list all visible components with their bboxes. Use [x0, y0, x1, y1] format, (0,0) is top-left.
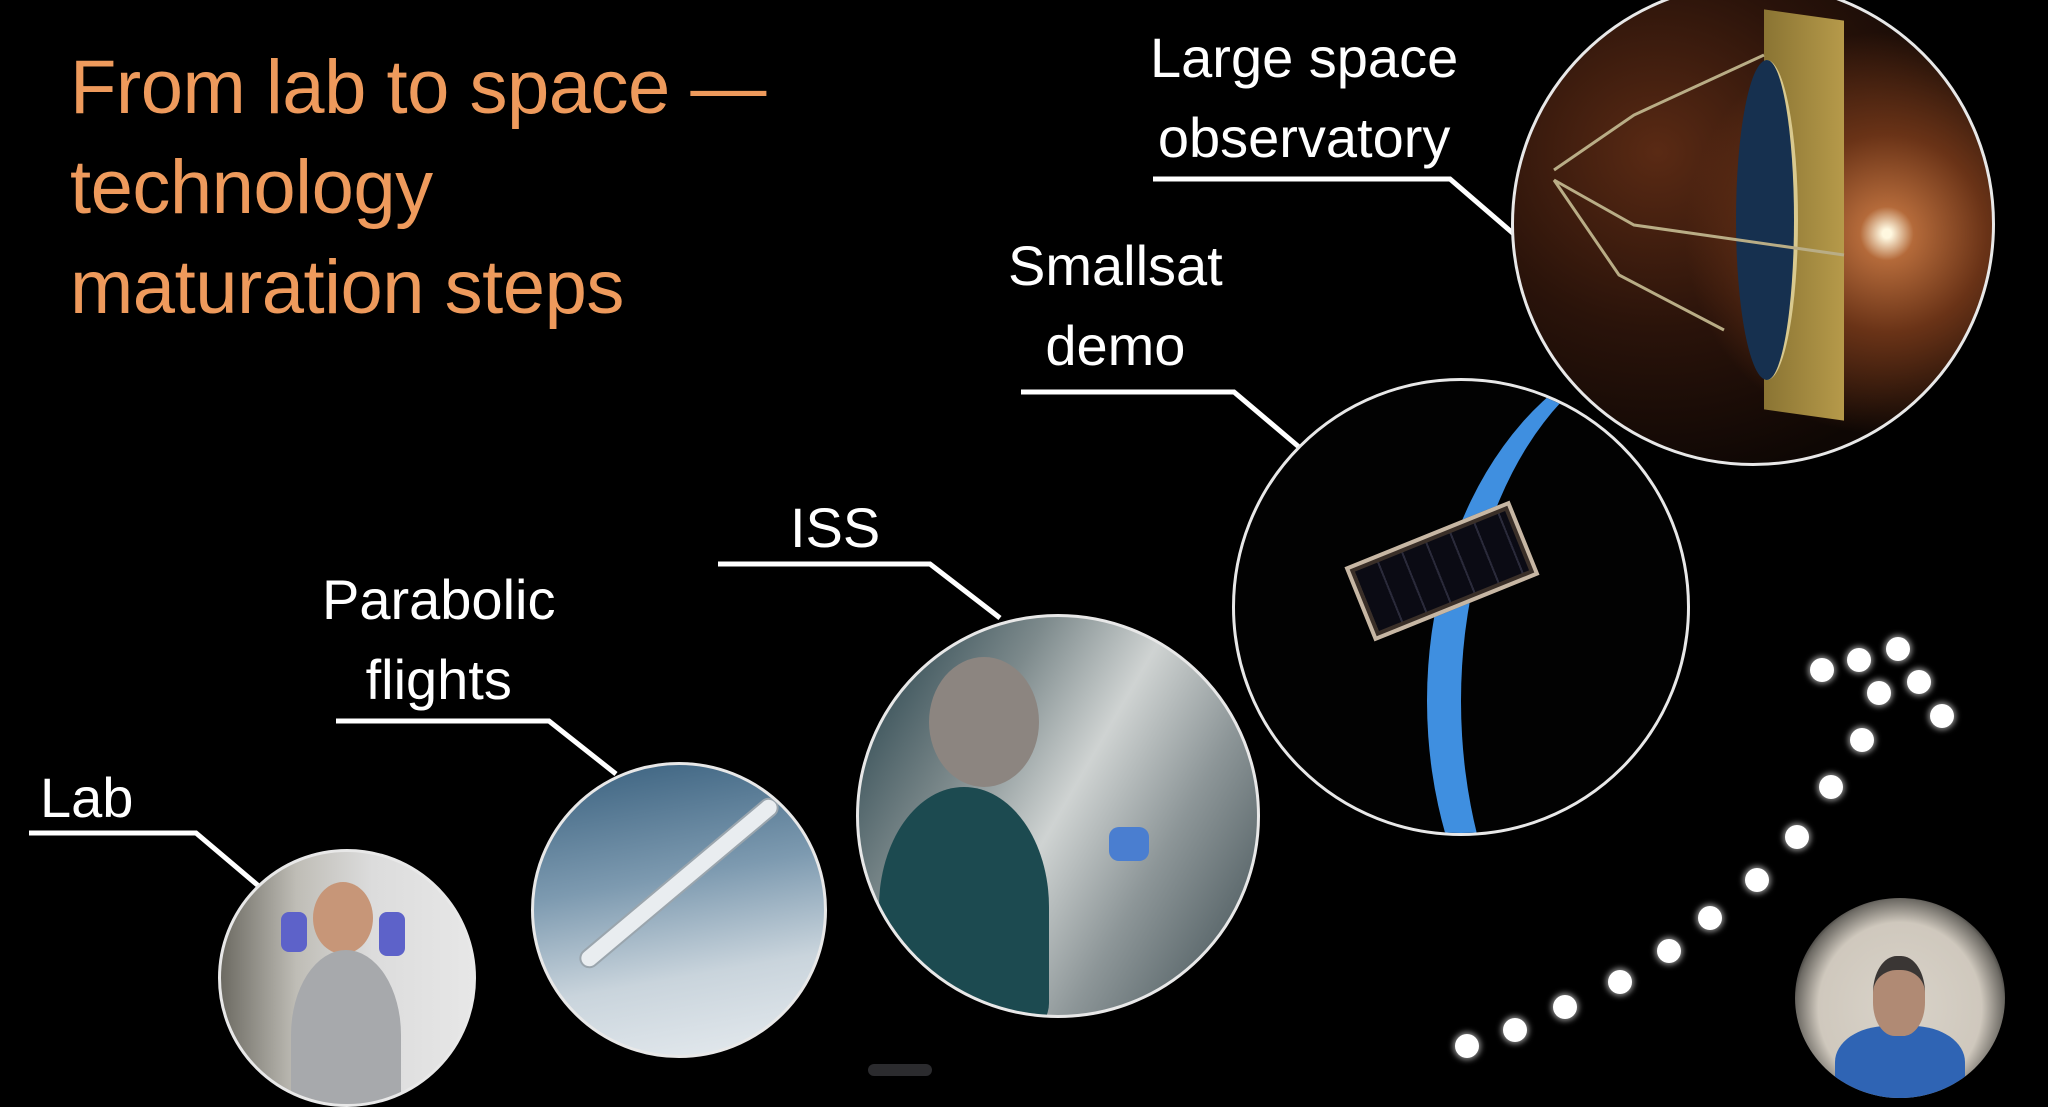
progress-dot [1503, 1018, 1527, 1042]
label-large-space-observatory: Large space observatory [1150, 18, 1458, 178]
callout-line-parabolic [336, 718, 618, 776]
progress-dot [1455, 1034, 1479, 1058]
progress-dot [1785, 825, 1809, 849]
label-parabolic-flights: Parabolic flights [322, 560, 555, 720]
callout-line-lab [29, 830, 263, 890]
astronaut-body-icon [879, 787, 1049, 1015]
label-parabolic-line-2: flights [365, 648, 512, 711]
label-lab: Lab [40, 758, 133, 838]
person-body-icon [291, 950, 401, 1104]
glove-left-icon [281, 912, 307, 952]
speaker-webcam [1795, 898, 2005, 1098]
progress-dot [1553, 995, 1577, 1019]
progress-dot [1657, 939, 1681, 963]
progress-dot [1698, 906, 1722, 930]
presentation-slide: From lab to space — technology maturatio… [29, 0, 2005, 1107]
progress-dot [1819, 775, 1843, 799]
speaker-shirt-icon [1835, 1026, 1965, 1098]
airplane-icon [578, 796, 780, 970]
image-parabolic-flight [531, 762, 827, 1058]
glove-icon [1109, 827, 1149, 861]
progress-dot [1867, 681, 1891, 705]
label-iss: ISS [790, 488, 880, 568]
person-face-icon [313, 882, 373, 954]
label-smallsat-demo: Smallsat demo [1008, 226, 1223, 386]
title-line-3: maturation steps [70, 245, 624, 330]
label-observatory-line-2: observatory [1157, 106, 1451, 169]
label-parabolic-line-1: Parabolic [322, 568, 556, 631]
glove-right-icon [379, 912, 405, 956]
slide-title: From lab to space — technology maturatio… [70, 38, 766, 338]
image-lab [218, 849, 476, 1107]
image-smallsat [1232, 378, 1690, 836]
progress-dot [1850, 728, 1874, 752]
label-smallsat-line-2: demo [1045, 314, 1186, 377]
title-line-2: technology [70, 145, 433, 230]
progress-dot [1745, 868, 1769, 892]
label-smallsat-line-1: Smallsat [1008, 234, 1223, 297]
image-iss [856, 614, 1260, 1018]
callout-line-smallsat [1021, 389, 1301, 449]
primary-mirror-icon [1736, 60, 1798, 380]
progress-dot [1847, 648, 1871, 672]
callout-lines [29, 176, 1517, 890]
callout-line-iss [718, 561, 1002, 620]
progress-dot [1608, 970, 1632, 994]
telescope-struts-icon [1552, 53, 1845, 332]
progress-dot [1886, 637, 1910, 661]
progress-dot [1907, 670, 1931, 694]
player-control-tab[interactable] [868, 1064, 932, 1076]
title-line-1: From lab to space — [70, 45, 766, 130]
speaker-head-icon [1873, 956, 1925, 1036]
image-large-observatory [1511, 0, 1995, 466]
progress-dot [1810, 658, 1834, 682]
astronaut-head-icon [929, 657, 1039, 787]
progress-dot [1930, 704, 1954, 728]
label-iss-line-1: ISS [790, 496, 881, 559]
label-lab-line-1: Lab [40, 766, 134, 829]
label-observatory-line-1: Large space [1150, 26, 1459, 89]
callout-line-observatory [1153, 176, 1517, 237]
